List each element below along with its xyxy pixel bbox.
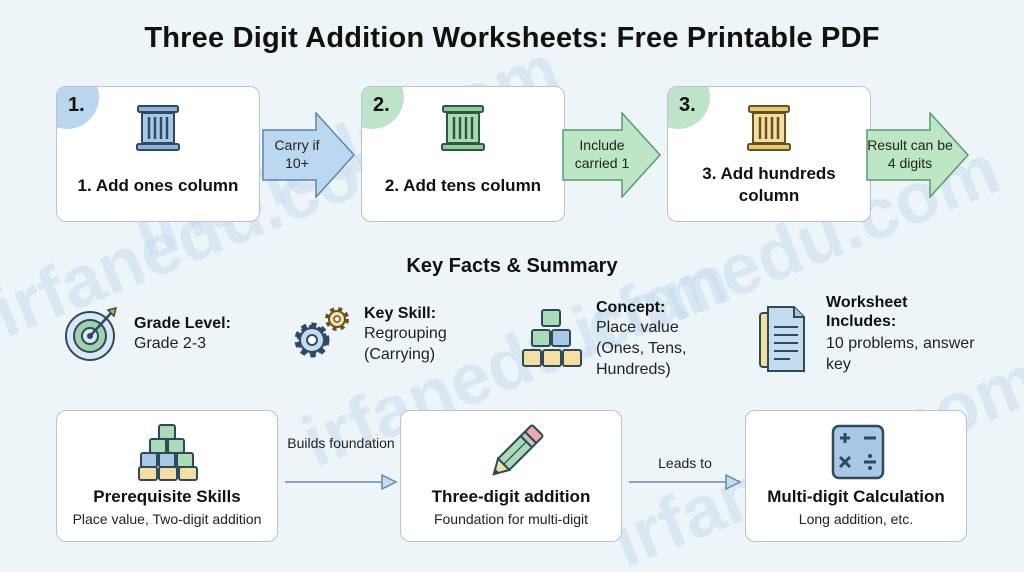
target-icon — [65, 306, 118, 361]
flow-title: Prerequisite Skills — [93, 487, 241, 506]
fact-title: Key Skill: — [364, 305, 437, 322]
step-label: 3. Add hundreds column — [702, 164, 836, 205]
step-card-3: 3. 3. Add hundreds column — [667, 86, 871, 222]
step-label: 2. Add tens column — [384, 176, 542, 195]
flow-card-three-digit: Three-digit addition Foundation for mult… — [400, 410, 622, 542]
right-arrow-icon — [866, 112, 970, 198]
step-arrow-2: Include carried 1 — [562, 112, 662, 198]
arrow-right-icon — [285, 473, 398, 491]
step-label: 1. Add ones column — [77, 176, 239, 195]
fact-title: Grade Level: — [134, 315, 231, 332]
gears-icon — [294, 307, 349, 358]
flow-connector-1: Builds foundation — [284, 434, 398, 494]
flow-card-multi-digit: Multi-digit Calculation Long addition, e… — [745, 410, 967, 542]
fact-grade-level: Grade Level: Grade 2-3 — [64, 306, 264, 366]
fact-worksheet-includes: Worksheet Includes: 10 problems, answer … — [756, 293, 976, 383]
fact-title: Worksheet Includes: — [826, 294, 908, 330]
page-title: Three Digit Addition Worksheets: Free Pr… — [144, 22, 880, 54]
arrow-text: Carry if 10+ — [274, 137, 320, 171]
fact-value: Regrouping (Carrying) — [364, 325, 447, 363]
column-pillar-blue-icon — [136, 105, 180, 151]
key-facts-title: Key Facts & Summary — [406, 255, 618, 277]
step-card-1: 1. 1. Add ones column — [56, 86, 260, 222]
fact-title: Concept: — [596, 299, 666, 316]
blocks-icon — [522, 309, 582, 367]
right-arrow-icon — [562, 112, 662, 198]
column-pillar-green-icon — [441, 105, 485, 151]
flow-subtitle: Place value, Two-digit addition — [72, 511, 262, 527]
flow-subtitle: Foundation for multi-digit — [433, 511, 589, 527]
arrow-right-icon — [629, 473, 742, 491]
flow-connector-2: Leads to — [628, 434, 742, 494]
column-pillar-yellow-icon — [747, 105, 791, 151]
stacked-blocks-icon — [138, 424, 198, 481]
flow-card-prerequisite: Prerequisite Skills Place value, Two-dig… — [56, 410, 278, 542]
connector-text: Builds foundation — [287, 435, 395, 451]
fact-key-skill: Key Skill: Regrouping (Carrying) — [290, 302, 490, 372]
document-icon — [759, 306, 805, 372]
step-arrow-1: Carry if 10+ — [262, 112, 356, 198]
pencil-icon — [492, 424, 544, 476]
step-arrow-3: Result can be 4 digits — [866, 112, 970, 198]
arrow-text: Include carried 1 — [574, 137, 630, 171]
fact-concept: Concept: Place value (Ones, Tens, Hundre… — [522, 298, 722, 388]
right-arrow-icon — [262, 112, 356, 198]
flow-subtitle: Long addition, etc. — [798, 511, 914, 527]
step-number: 3. — [679, 94, 696, 116]
arrow-text: Result can be 4 digits — [867, 137, 953, 171]
fact-value: 10 problems, answer key — [826, 335, 975, 373]
connector-text: Leads to — [658, 455, 712, 471]
step-number: 2. — [373, 94, 390, 116]
fact-value: Grade 2-3 — [134, 335, 207, 352]
flow-title: Multi-digit Calculation — [767, 487, 945, 506]
step-number: 1. — [68, 94, 85, 116]
step-card-2: 2. 2. Add tens column — [361, 86, 565, 222]
flow-title: Three-digit addition — [431, 487, 591, 506]
fact-value: Place value (Ones, Tens, Hundreds) — [596, 319, 687, 378]
calculator-icon — [831, 424, 885, 480]
